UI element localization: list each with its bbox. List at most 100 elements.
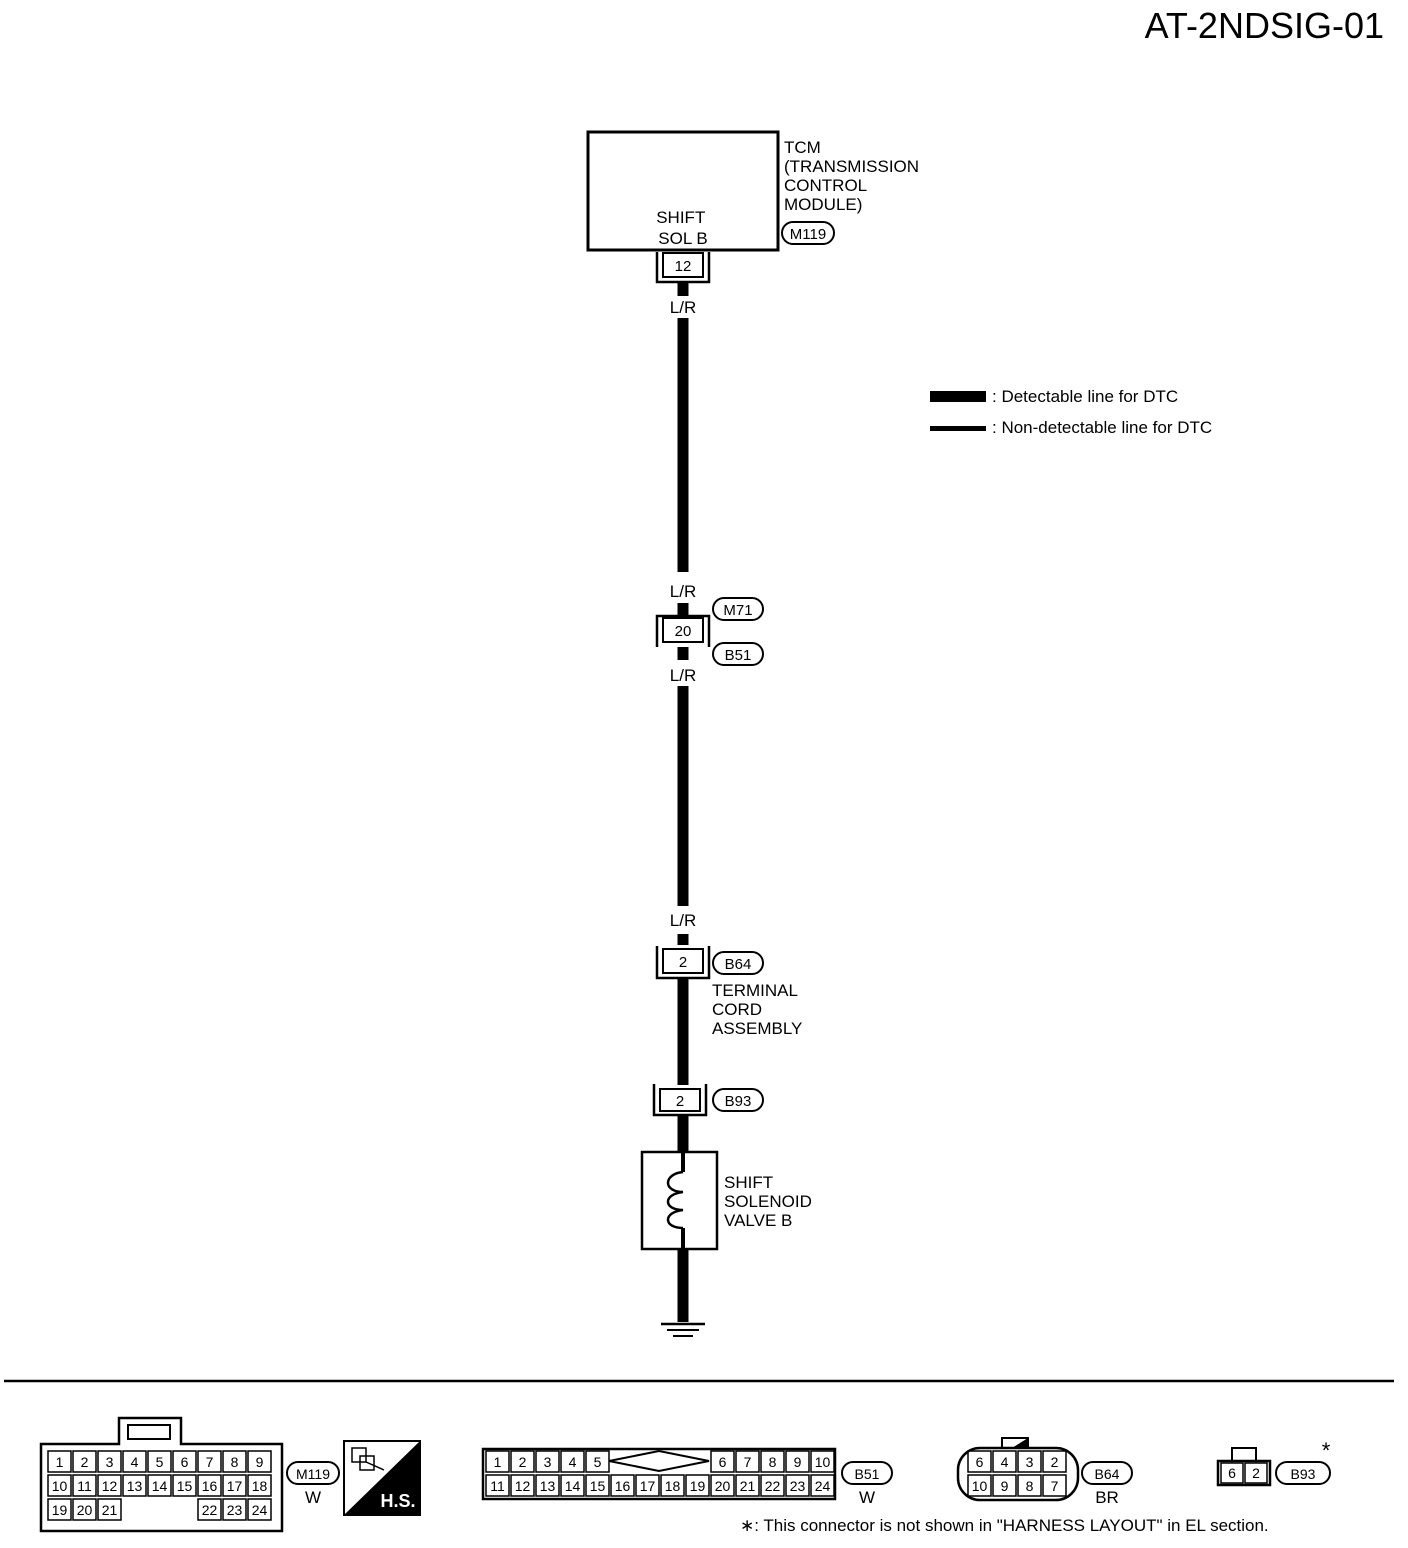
junction-connector-20: 20: [655, 614, 711, 647]
svg-text:12: 12: [515, 1478, 531, 1494]
svg-text:7: 7: [744, 1454, 752, 1470]
svg-text:2: 2: [1051, 1454, 1059, 1470]
connector-pin-cell: 7: [1042, 1474, 1067, 1497]
connector-tag-m71: M71: [712, 597, 764, 621]
connector-pin-cell: 8: [222, 1450, 247, 1473]
shift-solenoid-valve: [640, 1150, 719, 1251]
svg-text:21: 21: [740, 1478, 756, 1494]
connector-pin-cell: 22: [760, 1474, 785, 1497]
connector-pin-cell: 17: [635, 1474, 660, 1497]
svg-text:1: 1: [56, 1454, 64, 1470]
connector-pin-cell: 8: [1017, 1474, 1042, 1497]
connector-pin-cell: 3: [535, 1450, 560, 1473]
wire-color-label: L/R: [670, 582, 696, 601]
svg-text:19: 19: [690, 1478, 706, 1494]
connector-pin-cell: 12: [510, 1474, 535, 1497]
connector-pin-cell: 6: [710, 1450, 735, 1473]
svg-text:8: 8: [769, 1454, 777, 1470]
connector-pin-cell: 23: [222, 1498, 247, 1521]
svg-text:2: 2: [679, 954, 687, 971]
connector-pin-cell: 10: [967, 1474, 992, 1497]
svg-text:13: 13: [540, 1478, 556, 1494]
svg-text:21: 21: [102, 1502, 118, 1518]
svg-text:18: 18: [252, 1478, 268, 1494]
connector-pin-cell: 17: [222, 1474, 247, 1497]
svg-text:7: 7: [206, 1454, 214, 1470]
svg-text:5: 5: [594, 1454, 602, 1470]
svg-text:9: 9: [1001, 1478, 1009, 1494]
tcm-terminal-label: SHIFT SOL B: [656, 208, 710, 248]
wire-color-label: L/R: [670, 666, 696, 685]
connector-tag-b64-view: B64 BR: [1081, 1461, 1133, 1507]
svg-text:14: 14: [152, 1478, 168, 1494]
solenoid-label: SHIFT SOLENOID VALVE B: [724, 1173, 817, 1230]
connector-tag-b93: B93: [712, 1088, 764, 1112]
svg-text:20: 20: [675, 623, 692, 640]
svg-text:BR: BR: [1095, 1488, 1119, 1507]
svg-text:B93: B93: [725, 1093, 752, 1110]
svg-text:14: 14: [565, 1478, 581, 1494]
svg-text:16: 16: [615, 1478, 631, 1494]
connector-pin-cell: 8: [760, 1450, 785, 1473]
svg-text:1: 1: [494, 1454, 502, 1470]
svg-text:B51: B51: [725, 647, 752, 664]
svg-text:6: 6: [976, 1454, 984, 1470]
connector-pin-cell: 6: [967, 1450, 992, 1473]
connector-pin-cell: 1: [47, 1450, 72, 1473]
wire-color-label: L/R: [670, 911, 696, 930]
footnote: ∗: This connector is not shown in "HARNE…: [740, 1516, 1269, 1535]
connector-pin-cell: 16: [197, 1474, 222, 1497]
svg-text:B64: B64: [1095, 1466, 1120, 1482]
hs-badge: H.S.: [343, 1440, 421, 1516]
connector-pin-cell: 4: [560, 1450, 585, 1473]
svg-text:6: 6: [181, 1454, 189, 1470]
legend-detectable: : Detectable line for DTC: [992, 387, 1178, 406]
connector-pin-cell: 6: [172, 1450, 197, 1473]
svg-text:20: 20: [77, 1502, 93, 1518]
connector-pin-cell: 9: [992, 1474, 1017, 1497]
connector-pin-cell: 24: [810, 1474, 835, 1497]
connector-pin-cell: 18: [247, 1474, 272, 1497]
svg-text:11: 11: [490, 1478, 505, 1494]
connector-pin-cell: 16: [610, 1474, 635, 1497]
connector-pin-cell: 21: [735, 1474, 760, 1497]
svg-text:W: W: [305, 1488, 321, 1507]
harness-icon: [351, 1447, 385, 1471]
svg-text:8: 8: [1026, 1478, 1034, 1494]
tcm-label: TCM (TRANSMISSION CONTROL MODULE): [784, 138, 924, 214]
svg-text:12: 12: [102, 1478, 118, 1494]
svg-text:9: 9: [794, 1454, 802, 1470]
svg-text:2: 2: [81, 1454, 89, 1470]
connector-pin-cell: 23: [785, 1474, 810, 1497]
svg-text:M119: M119: [296, 1466, 330, 1482]
connector-pin-cell: 5: [585, 1450, 610, 1473]
connector-pin-cell: 6: [1220, 1462, 1244, 1484]
svg-text:22: 22: [202, 1502, 218, 1518]
connector-pin-cell: 10: [47, 1474, 72, 1497]
connector-pin-cell: 12: [97, 1474, 122, 1497]
svg-text:7: 7: [1051, 1478, 1059, 1494]
connector-pin-cell: 13: [535, 1474, 560, 1497]
diagram-id: AT-2NDSIG-01: [1145, 5, 1384, 46]
svg-text:3: 3: [106, 1454, 114, 1470]
connector-pin-cell: 11: [72, 1474, 97, 1497]
legend-non-detectable: : Non-detectable line for DTC: [992, 418, 1212, 437]
svg-text:15: 15: [590, 1478, 606, 1494]
svg-text:17: 17: [227, 1478, 243, 1494]
connector-pin-cell: 1: [485, 1450, 510, 1473]
svg-text:M71: M71: [723, 602, 752, 619]
svg-text:13: 13: [127, 1478, 143, 1494]
ground-icon: [661, 1322, 705, 1337]
star-marker: *: [1322, 1438, 1331, 1463]
svg-text:23: 23: [227, 1502, 243, 1518]
svg-text:6: 6: [1228, 1465, 1236, 1481]
connector-pin-cell: 22: [197, 1498, 222, 1521]
